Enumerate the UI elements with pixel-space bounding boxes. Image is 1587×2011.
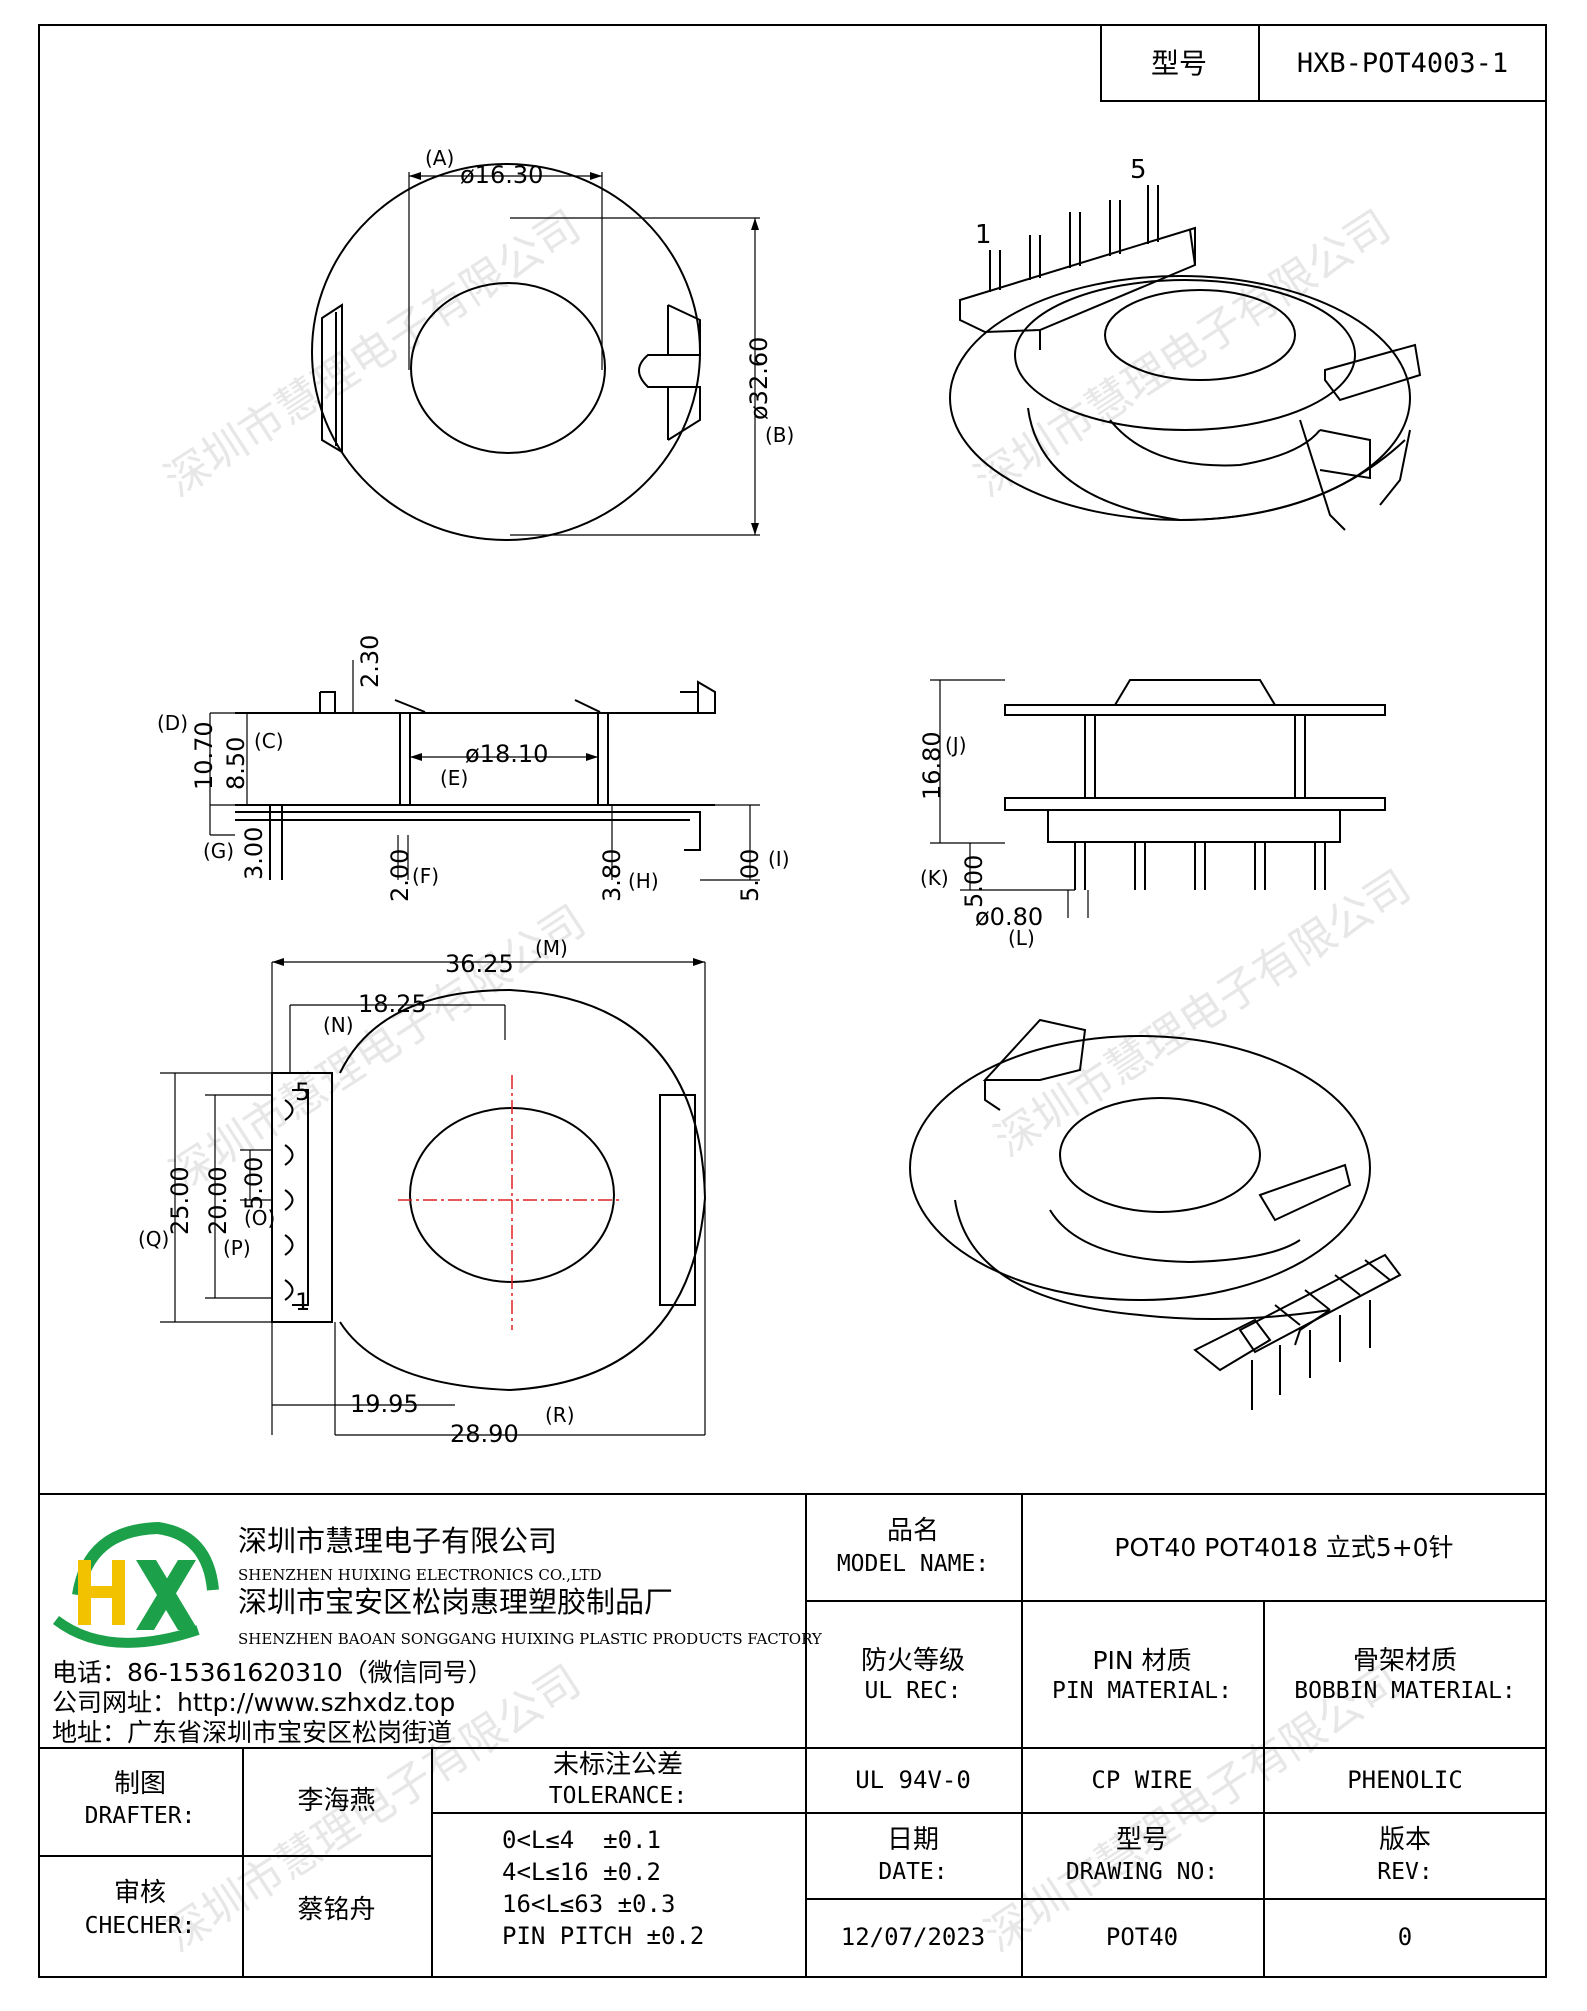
tolerance-line: 0<L≤4 ±0.1 xyxy=(502,1826,661,1854)
checker-label-cn: 审核 xyxy=(113,1878,166,1908)
dim-J-value: 16.80 xyxy=(918,731,946,800)
fire-rating-value: UL 94V-0 xyxy=(855,1766,971,1794)
company-phone: 电话：86-15361620310（微信同号） xyxy=(52,1658,493,1687)
iso-view-bottom xyxy=(909,1018,1402,1410)
checker-name: 蔡铭舟 xyxy=(297,1895,376,1925)
dim-A-tag: (A) xyxy=(425,146,454,170)
dim-M-value: 36.25 xyxy=(445,950,514,978)
header-model-box xyxy=(1100,24,1547,102)
dim-E-value: ø18.10 xyxy=(465,740,548,768)
bobbin-material-label-cn: 骨架材质 xyxy=(1352,1646,1457,1676)
centerlines xyxy=(398,1075,620,1330)
drawing-no-value: POT40 xyxy=(1105,1923,1179,1951)
dim-R-tag: (R) xyxy=(545,1403,575,1427)
technical-drawing: (A) ø16.30 ø32.60 (B) 1 5 (D) 10.70 8.50… xyxy=(138,146,1422,1448)
dim-B-tag: (B) xyxy=(765,423,794,447)
dim-C-value: 8.50 xyxy=(222,737,250,790)
dim-F-value: 2.00 xyxy=(386,849,414,902)
drawing-no-label-en: DRAWING NO: xyxy=(1065,1859,1219,1885)
dim-D-value: 10.70 xyxy=(190,721,218,790)
dim-G-value: 3.00 xyxy=(240,827,268,880)
dim-L-tag: (L) xyxy=(1008,926,1035,950)
dim-N-value: 18.25 xyxy=(358,990,427,1018)
date-value: 12/07/2023 xyxy=(840,1923,986,1951)
pin-material-label-cn: PIN 材质 xyxy=(1092,1646,1192,1675)
rev-label-cn: 版本 xyxy=(1378,1825,1431,1855)
company-website: 公司网址：http://www.szhxdz.top xyxy=(52,1688,456,1717)
checker-label-en: CHECHER: xyxy=(84,1913,196,1939)
dim-C-tag: (C) xyxy=(254,729,284,753)
rev-label-en: REV: xyxy=(1377,1859,1433,1885)
bottom-pin-1: 1 xyxy=(295,1288,310,1316)
dim-N-tag: (N) xyxy=(323,1013,354,1037)
front-view xyxy=(209,660,760,881)
dim-R-value: 28.90 xyxy=(450,1420,519,1448)
dim-I-tag: (I) xyxy=(768,847,790,871)
company-name-en: SHENZHEN HUIXING ELECTRONICS CO.,LTD xyxy=(238,1566,602,1584)
dim-Q-value: 25.00 xyxy=(166,1166,194,1235)
bobbin-material-value: PHENOLIC xyxy=(1347,1766,1463,1794)
dim-A-value: ø16.30 xyxy=(460,161,543,189)
iso-view-top xyxy=(949,185,1422,531)
company-address: 地址：广东省深圳市宝安区松岗街道 xyxy=(52,1718,453,1747)
dim-P-tag: (P) xyxy=(223,1236,251,1260)
company-logo xyxy=(52,1521,219,1648)
pin-label-1: 1 xyxy=(975,220,992,250)
dim-E-tag: (E) xyxy=(440,766,468,790)
drafter-label-cn: 制图 xyxy=(113,1769,166,1799)
date-label-en: DATE: xyxy=(878,1859,948,1885)
dim-K-value: 5.00 xyxy=(960,855,988,908)
dim-D-tag: (D) xyxy=(157,711,188,735)
drafter-name: 李海燕 xyxy=(297,1786,376,1816)
header-model-label: 型号 xyxy=(1150,47,1207,80)
drafter-label-en: DRAFTER: xyxy=(84,1803,196,1829)
dim-G-tag: (G) xyxy=(203,839,234,863)
bottom-pin-5: 5 xyxy=(295,1078,310,1106)
fire-rating-label-cn: 防火等级 xyxy=(860,1646,965,1676)
pin-label-5: 5 xyxy=(1130,155,1147,185)
dim-top-value: 2.30 xyxy=(356,635,384,688)
dim-O-tag: (O) xyxy=(244,1206,275,1230)
tolerance-line: 16<L≤63 ±0.3 xyxy=(502,1890,676,1918)
top-view xyxy=(311,163,760,541)
model-name-label-en: MODEL NAME: xyxy=(836,1551,990,1577)
model-name-label-cn: 品名 xyxy=(886,1516,939,1546)
fire-rating-label-en: UL REC: xyxy=(864,1678,962,1704)
tolerance-line: PIN PITCH ±0.2 xyxy=(502,1922,705,1950)
factory-name-en: SHENZHEN BAOAN SONGGANG HUIXING PLASTIC … xyxy=(238,1630,822,1648)
dim-P-value: 20.00 xyxy=(204,1166,232,1235)
dimension-labels: (A) ø16.30 ø32.60 (B) 1 5 (D) 10.70 8.50… xyxy=(138,146,1147,1448)
factory-name-cn: 深圳市宝安区松岗惠理塑胶制品厂 xyxy=(238,1585,674,1619)
dim-Q-tag: (Q) xyxy=(138,1227,169,1251)
dim-H-tag: (H) xyxy=(628,869,659,893)
pin-material-label-en: PIN MATERIAL: xyxy=(1051,1678,1232,1704)
dim-H-value: 3.80 xyxy=(598,849,626,902)
rev-value: 0 xyxy=(1397,1923,1413,1951)
tolerance-label-en: TOLERANCE: xyxy=(548,1783,688,1809)
bobbin-material-label-en: BOBBIN MATERIAL: xyxy=(1294,1678,1516,1704)
side-view xyxy=(930,679,1386,918)
dim-J-tag: (J) xyxy=(945,733,967,757)
company-name-cn: 深圳市慧理电子有限公司 xyxy=(238,1524,558,1558)
drawing-no-label-cn: 型号 xyxy=(1115,1825,1168,1855)
dim-B-value: ø32.60 xyxy=(745,337,773,420)
dim-F-tag: (F) xyxy=(412,864,439,888)
dim-L-value: ø0.80 xyxy=(975,903,1043,931)
pin-material-value: CP WIRE xyxy=(1091,1766,1193,1794)
date-label-cn: 日期 xyxy=(886,1825,939,1855)
tolerance-line: 4<L≤16 ±0.2 xyxy=(502,1858,661,1886)
dim-I-value: 5.00 xyxy=(736,849,764,902)
header-model-value: HXB-POT4003-1 xyxy=(1296,48,1509,79)
model-name-value: POT40 POT4018 立式5+0针 xyxy=(1114,1533,1454,1562)
dim-K-tag: (K) xyxy=(920,866,949,890)
dim-O-value: 5.00 xyxy=(240,1157,268,1210)
dim-R1-value: 19.95 xyxy=(350,1390,419,1418)
dim-M-tag: (M) xyxy=(535,936,568,960)
outer-frame xyxy=(38,24,1547,1978)
tolerance-label-cn: 未标注公差 xyxy=(552,1750,683,1780)
